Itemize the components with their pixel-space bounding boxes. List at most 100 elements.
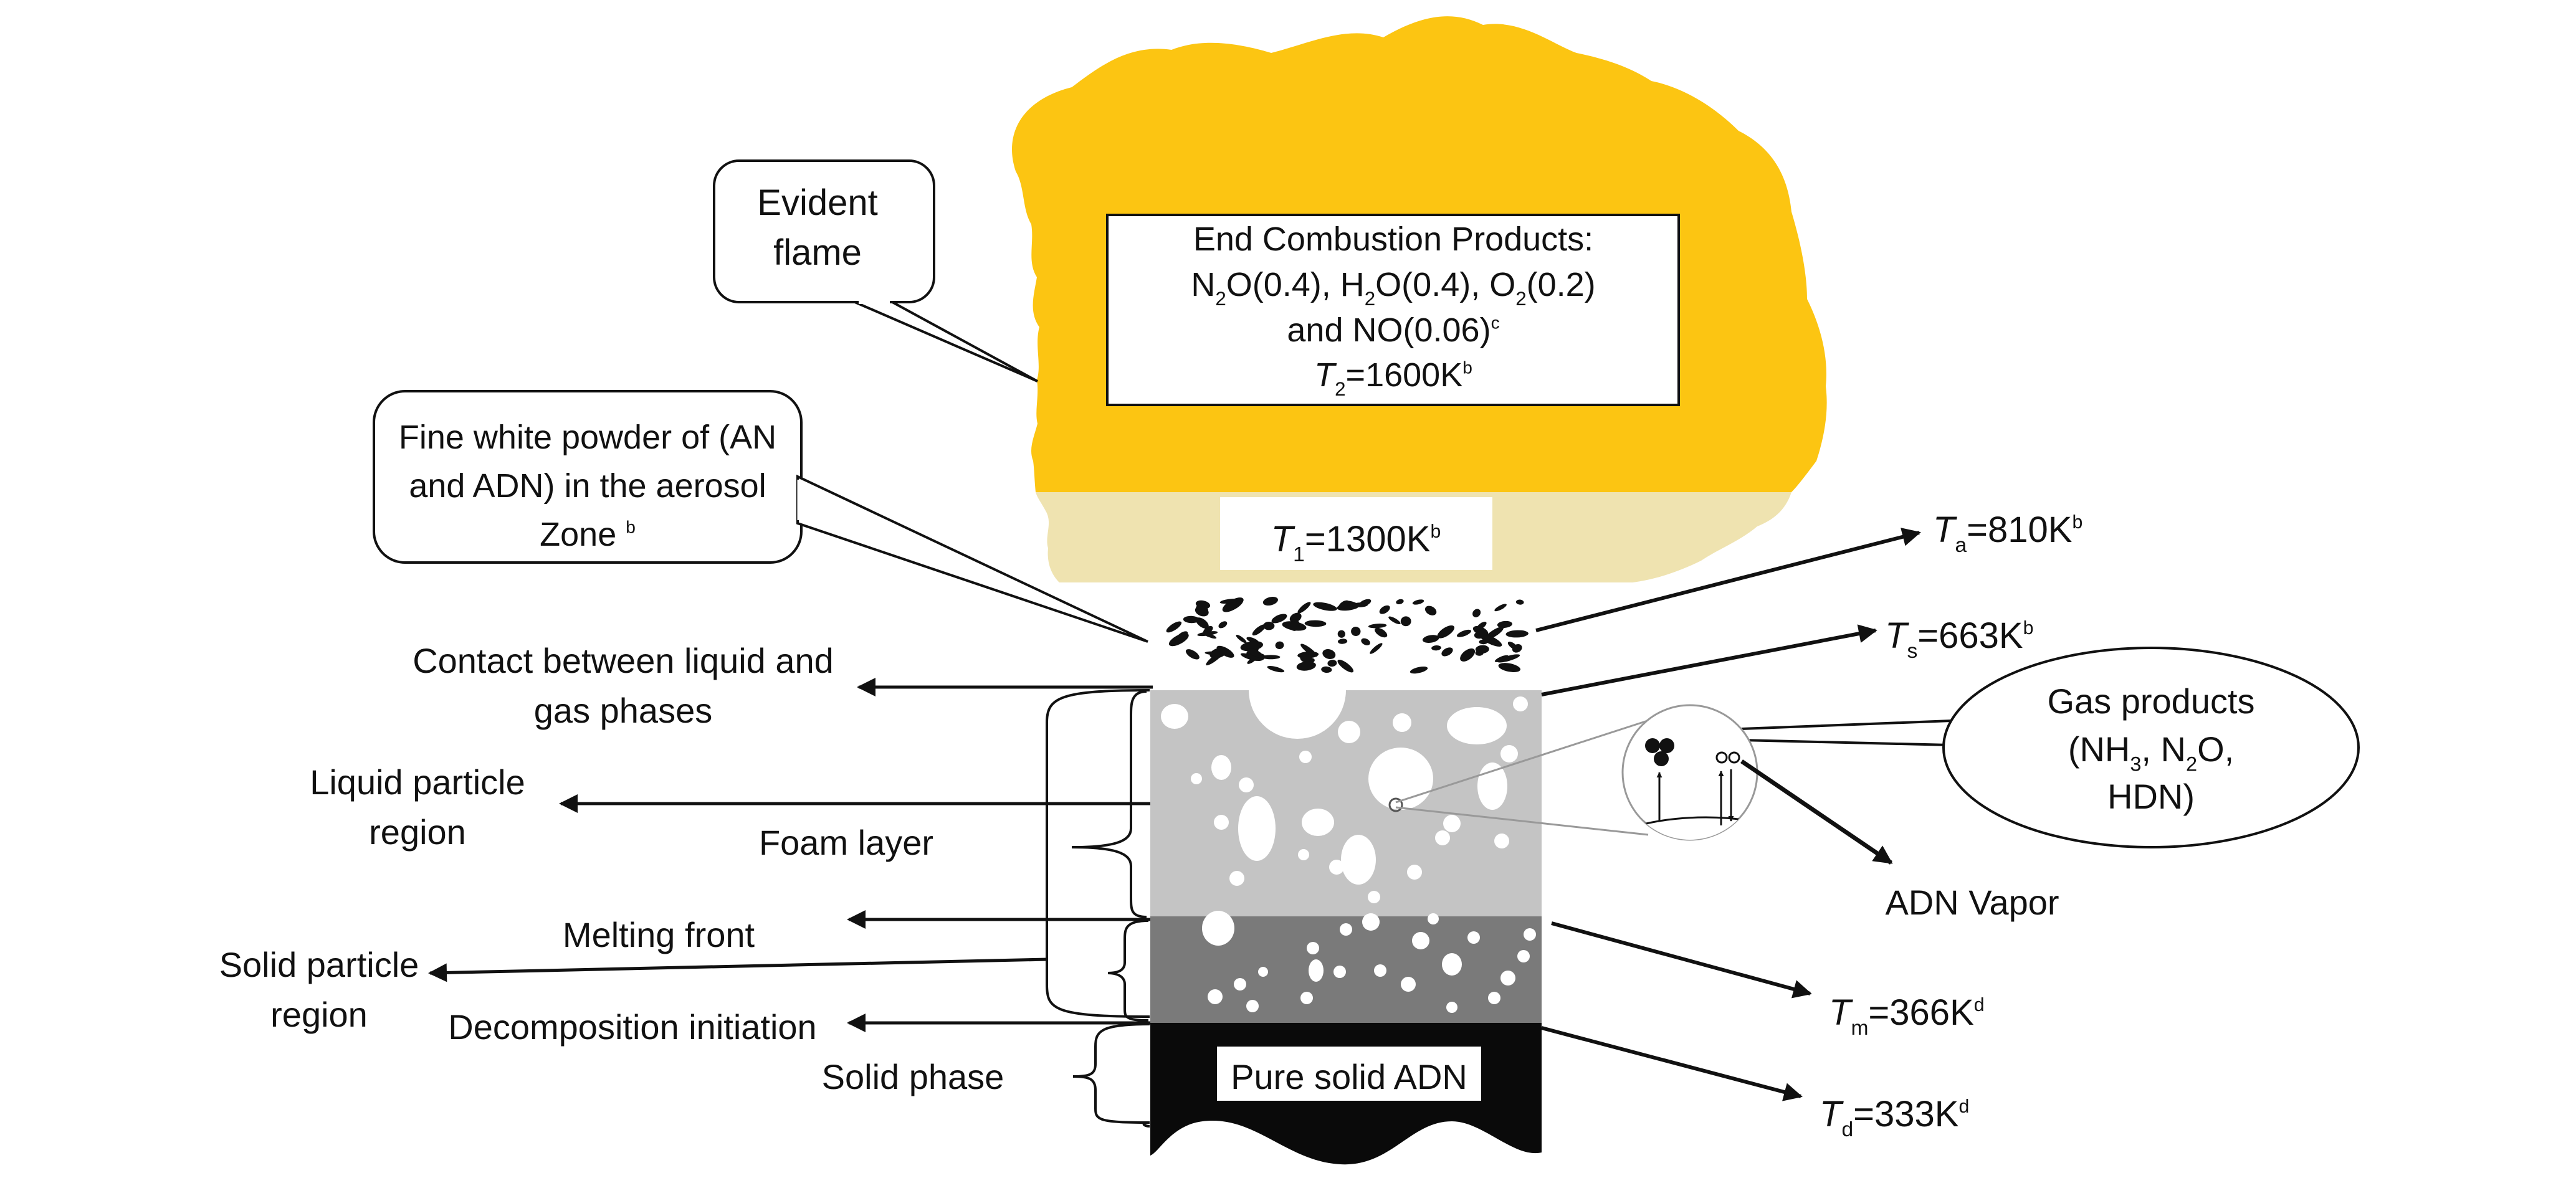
melt-bubble [1333,966,1346,978]
aerosol-particle [1497,654,1520,663]
aerosol-particle [1275,641,1284,650]
aerosol-particle [1370,643,1383,654]
aerosol-particle [1183,615,1200,624]
foam-bubble [1341,835,1376,885]
gas-molecule [1659,738,1674,753]
ta-label: Ta=810Kb [1933,510,2082,557]
foam-bubble [1299,751,1312,763]
aerosol-particle [1262,596,1278,606]
aerosol-particle [1460,648,1476,662]
aerosol-particle [1267,665,1285,673]
aerosol-particle [1300,653,1311,662]
temperature-markers: Ta=810Kb Ts=663Kb Tm=366Kd Td=333Kd [1535,510,2082,1141]
solid-region-brace [1046,689,1150,1018]
aerosol-particle [1252,624,1266,636]
aerosol-particle [1218,621,1228,629]
foam-bubble [1500,745,1518,762]
foam-bubble [1329,860,1344,875]
td-arrow [1541,1026,1803,1101]
adn-vapor-pointer [1740,759,1893,865]
products-title: End Combustion Products: [1193,221,1593,258]
products-species: N2O(0.4), H2O(0.4), O2(0.2) [1191,266,1595,310]
aerosol-particle [1479,639,1488,645]
aerosol-particle [1261,655,1281,660]
svg-text:flame: flame [773,232,862,273]
svg-text:Zone b: Zone b [540,516,636,553]
melt-bubble [1258,967,1268,977]
aerosol-particle [1246,648,1264,658]
aerosol-particle [1240,641,1264,652]
foam-bubble [1435,830,1450,845]
aerosol-particle [1327,660,1337,667]
propellant-strand: Pure solid ADN [1150,690,1542,1165]
t1-label-box [1220,497,1492,570]
melt-bubble [1300,992,1313,1004]
aerosol-particle [1296,661,1316,671]
solid-region-label-line2: region [270,995,368,1034]
left-annotations: Contact between liquid and gas phases Li… [219,641,1153,1096]
aerosol-particle [1479,634,1502,647]
solid-region-label-line1: Solid particle [219,945,419,984]
aerosol-powder-callout: Fine white powder of (AN and ADN) in the… [373,390,1148,643]
melt-bubble [1412,932,1429,949]
ta-arrow [1535,528,1921,632]
foam-bubble [1298,849,1309,860]
aerosol-particle [1472,609,1481,617]
vapor-molecule [1715,751,1728,764]
aerosol-particle [1431,645,1441,651]
aerosol-particle [1352,602,1368,607]
aerosol-particle [1396,599,1404,605]
foam-bubble [1368,891,1380,903]
layer-braces [1046,689,1150,1128]
svg-text:(NH3, N2O,: (NH3, N2O, [2068,729,2234,776]
aerosol-particle [1282,621,1307,631]
aerosol-particle [1494,604,1507,612]
foam-bubble [1477,762,1507,810]
products-no: and NO(0.06)c [1287,311,1499,349]
foam-bubble [1407,865,1422,880]
aerosol-particle [1422,635,1439,643]
aerosol-particle [1412,599,1424,605]
surface-bubble [1249,690,1346,739]
pure-solid-label: Pure solid ADN [1231,1057,1467,1096]
svg-text:Evident: Evident [757,183,877,223]
melt-bubble [1524,928,1536,941]
foam-bubble [1494,834,1509,848]
aerosol-particle [1400,616,1411,627]
foam-layer-label: Foam layer [759,823,933,862]
melt-bubble [1517,950,1530,962]
foam-bubble [1211,755,1231,780]
melt-bubble [1309,959,1324,982]
foam-bubble [1239,777,1254,792]
melt-bubble [1488,992,1500,1004]
highlighted-bubble [1388,797,1403,812]
melt-bubble [1428,913,1439,924]
melt-bubble [1234,978,1246,990]
foam-bubble [1161,704,1188,729]
melt-bubble [1446,1002,1457,1013]
foam-bubble [1214,815,1229,830]
melt-bubble [1362,913,1380,931]
melt-bubble [1401,977,1416,992]
aerosol-particle [1338,639,1348,644]
aerosol-particle [1361,638,1370,645]
t2-label: T2=1600Kb [1314,356,1472,400]
aerosol-particle [1219,599,1238,604]
foam-bubble [1302,809,1334,836]
contact-label-line2: gas phases [534,691,712,730]
aerosol-particle [1197,631,1218,637]
foam-bubble [1338,721,1360,743]
aerosol-particle [1457,629,1471,637]
foam-bubble [1443,815,1461,832]
aerosol-particle [1505,630,1529,638]
aerosol-particle [1379,605,1390,614]
aerosol-particle [1322,648,1336,660]
liquid-region-label-line2: region [369,812,466,852]
gas-molecule [1645,738,1660,753]
aerosol-particle [1236,634,1247,644]
aerosol-particle [1484,626,1504,640]
foam-layer-brace [1071,690,1147,918]
foam-bubble [1368,748,1433,810]
aerosol-particle [1185,649,1200,660]
